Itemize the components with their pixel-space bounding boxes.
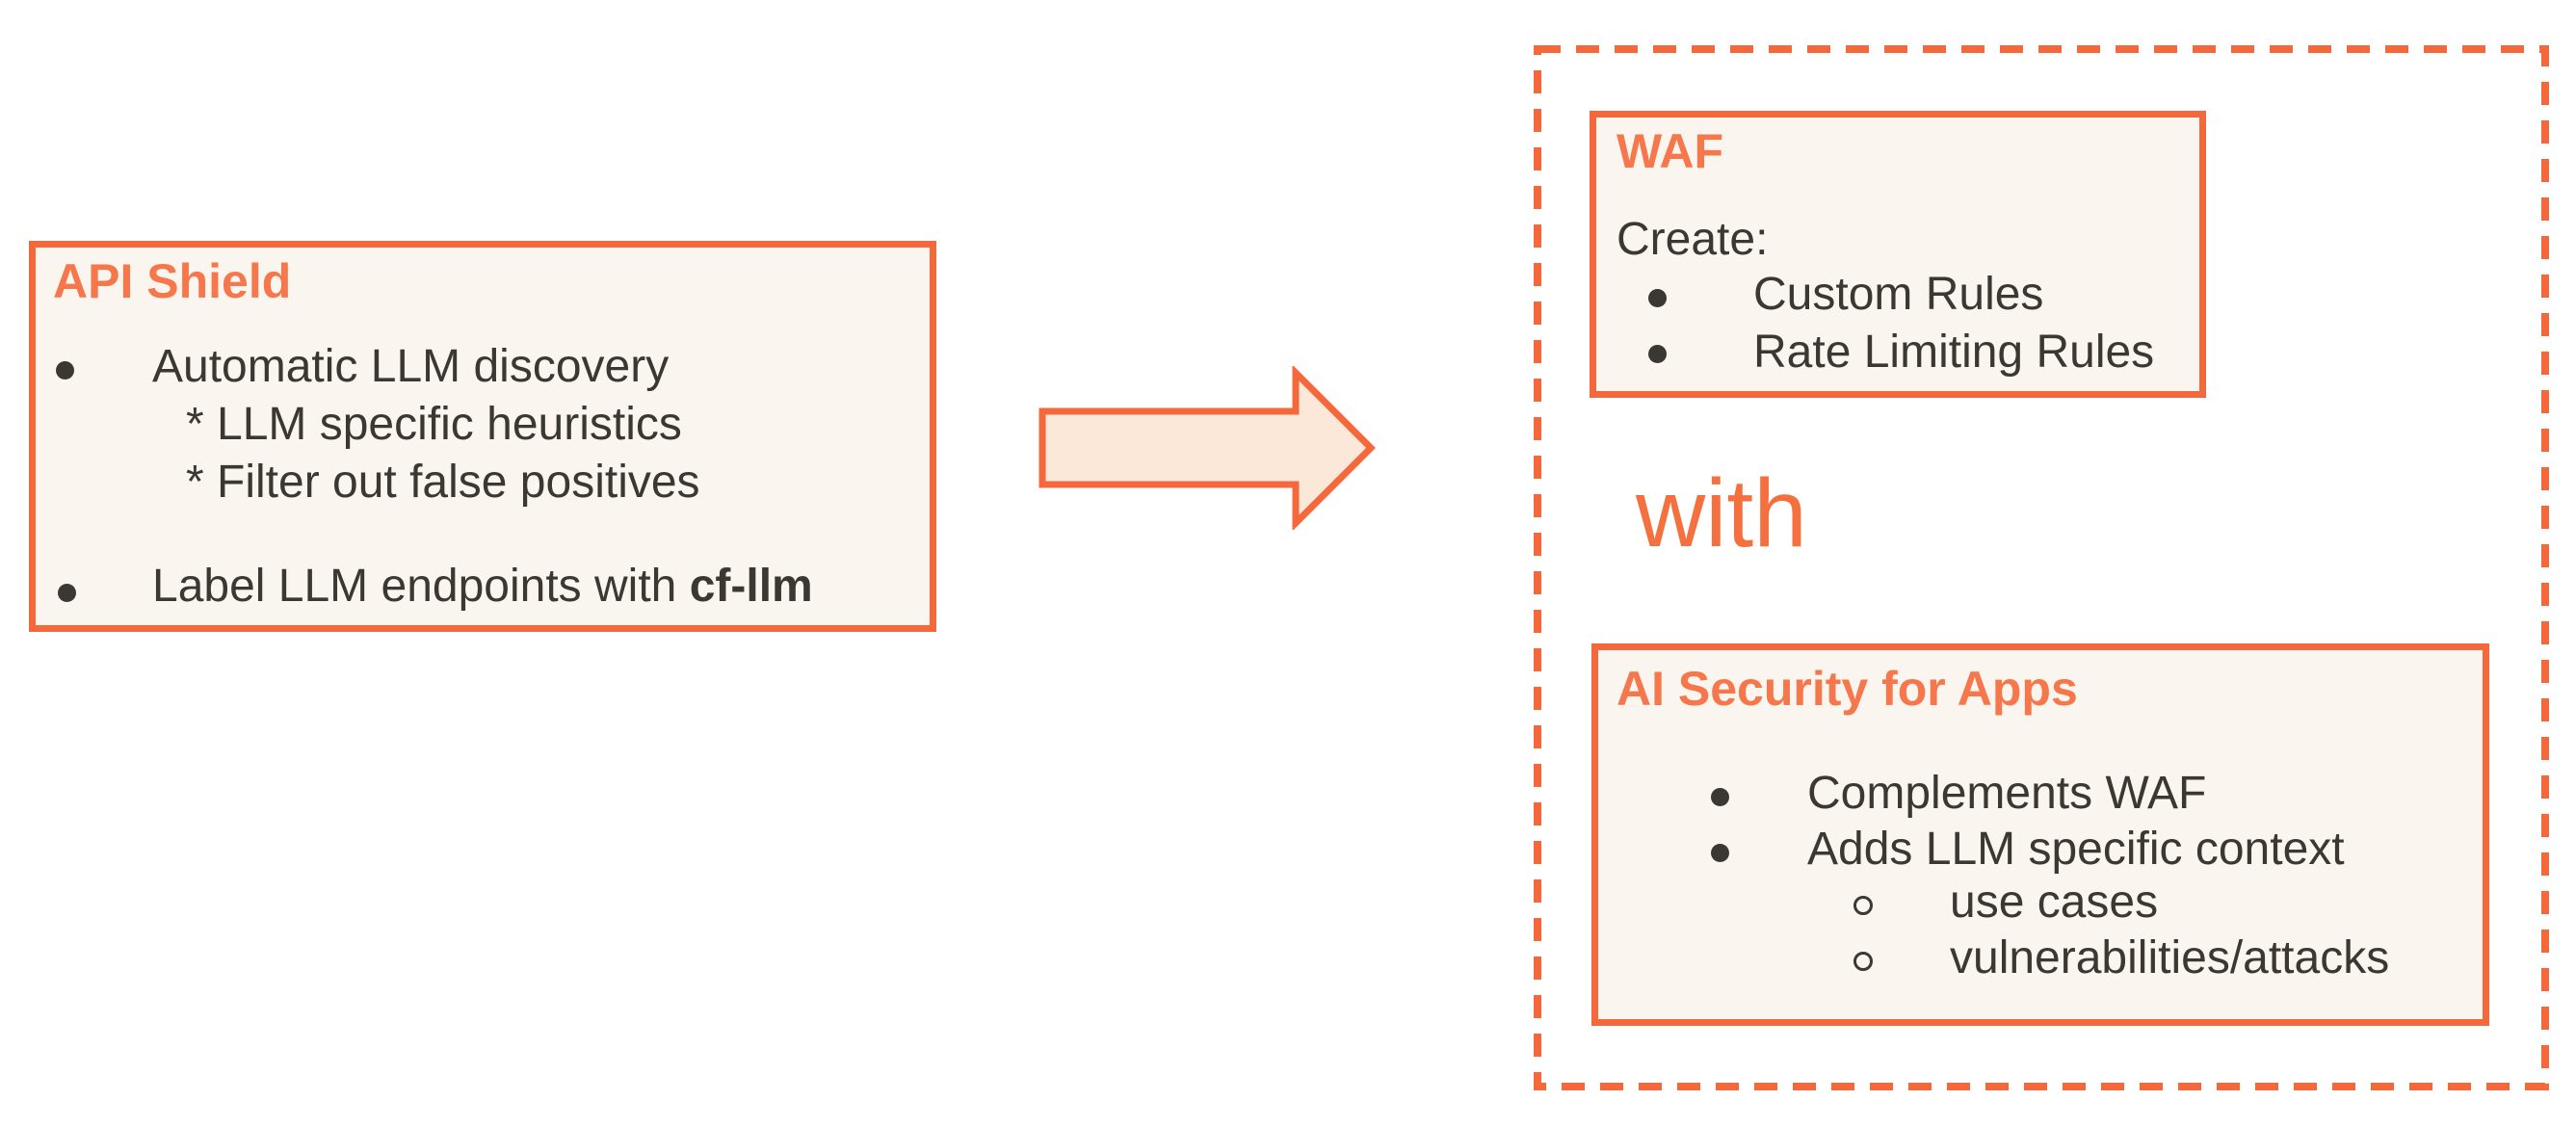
bullet-dot [58,584,76,602]
bullet-dot [1711,844,1729,862]
api-shield-bullet-2: Label LLM endpoints with cf-llm [152,558,813,616]
api-shield-box: API Shield Automatic LLM discovery * LLM… [29,241,936,632]
ai-security-bullet-1: Complements WAF [1807,768,2207,819]
hollow-bullet-circle [1853,896,1873,915]
waf-bullet-2: Rate Limiting Rules [1753,327,2155,378]
ai-security-title: AI Security for Apps [1617,662,2078,716]
api-shield-bullet-2-text: Label LLM endpoints with [152,561,690,612]
api-shield-sub-bullet-1: * LLM specific heuristics [186,399,682,450]
with-connector-label: with [1636,459,1807,567]
waf-bullet-1: Custom Rules [1753,269,2044,320]
waf-box: WAF Create: Custom Rules Rate Limiting R… [1590,111,2206,398]
bullet-dot [1711,788,1729,806]
ai-security-bullet-2: Adds LLM specific context [1807,824,2345,875]
dashed-group-border [1534,45,2549,1090]
ai-security-sub-bullet-2: vulnerabilities/attacks [1950,932,2390,983]
api-shield-sub-bullet-2: * Filter out false positives [186,457,700,508]
ai-security-sub-bullet-1: use cases [1950,877,2159,928]
bullet-dot [56,361,74,380]
ai-security-box: AI Security for Apps Complements WAF Add… [1591,643,2489,1026]
bullet-dot [1648,345,1667,363]
arrow-right-icon [1038,366,1376,530]
bullet-dot [1648,289,1667,307]
api-shield-title: API Shield [53,254,292,308]
waf-title: WAF [1617,124,1724,178]
api-shield-bullet-2-code: cf-llm [689,561,813,612]
api-shield-bullet-1: Automatic LLM discovery [152,341,670,392]
waf-intro: Create: [1617,214,1769,265]
hollow-bullet-circle [1853,952,1873,971]
